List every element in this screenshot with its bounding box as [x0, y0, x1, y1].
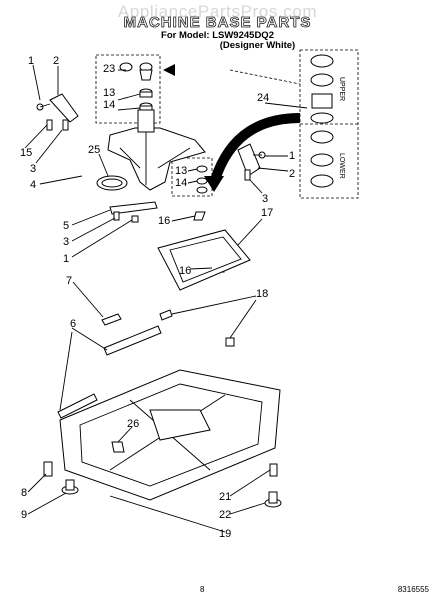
document-code: 8316555: [397, 585, 429, 594]
callout-21: 21: [219, 491, 231, 503]
variant-line: (Designer White): [219, 40, 296, 51]
callout-9: 9: [21, 509, 27, 521]
hub-casting: [107, 127, 206, 191]
lower-label: LOWER: [338, 153, 345, 179]
inset-box-center: [95, 54, 161, 124]
callout-1-lower: 1: [63, 253, 69, 265]
callout-2-right: 2: [289, 168, 295, 180]
callout-3-right: 3: [262, 193, 268, 205]
arrow-icon: [163, 64, 175, 76]
callout-14-right: 14: [175, 177, 187, 189]
callout-4: 4: [30, 179, 36, 191]
callout-1: 1: [28, 55, 34, 67]
callout-2: 2: [53, 55, 59, 67]
callout-1-right: 1: [289, 150, 295, 162]
callout-26: 26: [127, 418, 139, 430]
callout-24: 24: [257, 92, 269, 104]
diagram-title: MACHINE BASE PARTS: [123, 14, 312, 32]
inset-box-right: [171, 157, 213, 197]
callout-3: 3: [30, 163, 36, 175]
callout-22: 22: [219, 509, 231, 521]
callout-8: 8: [21, 487, 27, 499]
callout-18: 18: [256, 288, 268, 300]
upper-label: UPPER: [338, 77, 345, 101]
inset-box-upper-lower: [299, 49, 359, 199]
callout-13: 13: [103, 87, 115, 99]
page-number: 8: [200, 585, 205, 594]
callout-25: 25: [88, 144, 100, 156]
callout-16: 16: [158, 215, 170, 227]
watermark-text: AppliancePartsPros.com: [117, 2, 318, 21]
callout-6: 6: [70, 318, 76, 330]
callout-14: 14: [103, 99, 115, 111]
callout-3-lower: 3: [63, 236, 69, 248]
model-line: For Model: LSW9245DQ2: [161, 30, 274, 41]
callout-23: 23: [103, 63, 115, 75]
support-frame: [157, 229, 251, 291]
callout-17: 17: [261, 207, 273, 219]
callout-16-lower: 16: [179, 265, 191, 277]
callout-5: 5: [63, 220, 69, 232]
callout-15: 15: [20, 147, 32, 159]
curved-arrow-icon: [210, 113, 301, 182]
callout-13-right: 13: [175, 165, 187, 177]
callout-numbers: 1 2 23 13 14 24 15 25 1 3 13 2 14 4 3 17…: [20, 55, 295, 540]
callout-19: 19: [219, 528, 231, 540]
callout-7: 7: [66, 275, 72, 287]
